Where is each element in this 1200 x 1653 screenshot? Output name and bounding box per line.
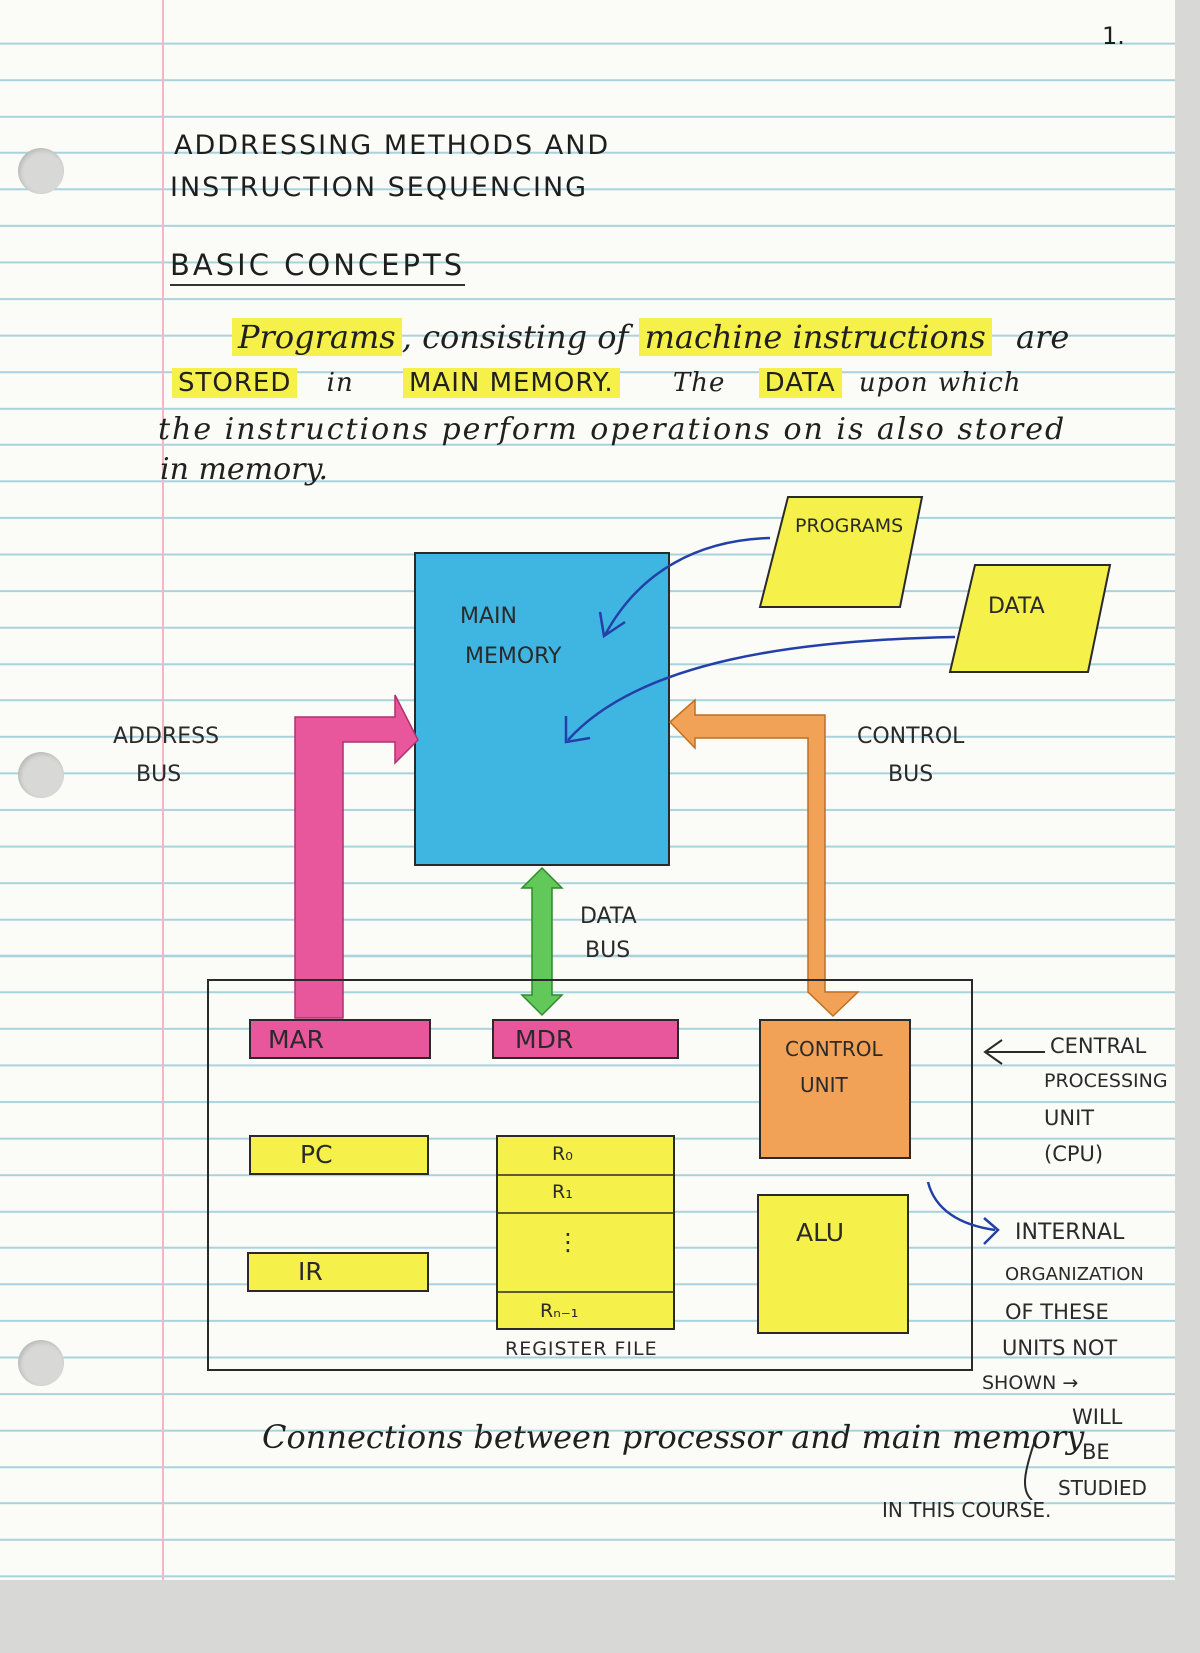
data-label: DATA (988, 594, 1045, 619)
mdr-register (492, 1019, 679, 1059)
note-line-3: OF THESE (1005, 1300, 1109, 1324)
punch-hole-middle (18, 752, 64, 798)
paragraph-line-4: in memory. (160, 452, 329, 487)
main-memory-label-1: MAIN (460, 604, 517, 629)
note-line-8: STUDIED (1058, 1476, 1147, 1500)
note-line-6: WILL (1072, 1405, 1123, 1429)
cpu-outline (207, 979, 973, 1371)
highlight-machine-instructions: machine instructions (638, 318, 992, 356)
address-bus-arrow (294, 694, 419, 1019)
control-bus-label-1: CONTROL (857, 724, 965, 749)
programs-block (758, 496, 924, 608)
programs-label: PROGRAMS (795, 515, 904, 537)
pc-label: PC (300, 1140, 333, 1169)
highlight-main-memory: MAIN MEMORY. (402, 368, 620, 398)
note-arrow (926, 1181, 996, 1232)
note-line-1: INTERNAL (1015, 1220, 1125, 1245)
note-arrowhead (983, 1217, 1000, 1245)
register-file-block (496, 1135, 675, 1330)
mar-label: MAR (268, 1025, 325, 1054)
punch-hole-top (18, 148, 64, 194)
ir-label: IR (298, 1257, 323, 1286)
main-memory-label-2: MEMORY (465, 644, 562, 669)
data-arrowhead (564, 716, 591, 744)
text-consisting: , consisting of (401, 318, 629, 356)
paragraph-line-3: the instructions perform operations on i… (158, 412, 1067, 447)
text-in: in (326, 368, 354, 398)
cpu-pointer-head (983, 1039, 1003, 1065)
programs-arrow (603, 536, 771, 636)
text-the: The (672, 368, 726, 398)
title-line-2: INSTRUCTION SEQUENCING (170, 172, 589, 203)
control-unit-label-1: CONTROL (785, 1037, 883, 1061)
cpu-label-1: CENTRAL (1050, 1034, 1147, 1058)
punch-hole-bottom (18, 1340, 64, 1386)
note-line-5: SHOWN → (982, 1372, 1079, 1394)
data-block (948, 564, 1112, 673)
register-rn1-label: Rₙ₋₁ (540, 1300, 579, 1322)
caption-hook (1024, 1439, 1036, 1500)
notebook-page: 1. ADDRESSING METHODS AND INSTRUCTION SE… (0, 0, 1175, 1580)
highlight-programs: Programs (232, 318, 402, 356)
address-bus-label-1: ADDRESS (113, 724, 220, 749)
alu-block (757, 1194, 909, 1334)
note-line-9: IN THIS COURSE. (882, 1498, 1052, 1522)
register-dots: ⋮ (556, 1228, 580, 1256)
section-heading: BASIC CONCEPTS (170, 248, 466, 286)
page-number: 1. (1102, 22, 1125, 50)
margin-line (162, 0, 164, 1580)
register-r0-label: R₀ (552, 1143, 573, 1165)
connection-diagram (207, 496, 1112, 1500)
paragraph-line-1: Programs, consisting of machine instruct… (232, 318, 1069, 356)
text-are: are (1016, 318, 1070, 356)
control-unit-label-2: UNIT (800, 1073, 848, 1097)
cpu-label-3: UNIT (1044, 1106, 1095, 1130)
control-bus-arrow (668, 698, 860, 1018)
programs-arrowhead (598, 611, 626, 639)
register-file-label: REGISTER FILE (505, 1338, 658, 1360)
cpu-label-4: (CPU) (1044, 1142, 1104, 1166)
mdr-label: MDR (515, 1025, 574, 1054)
data-bus-label-1: DATA (580, 904, 637, 929)
ir-register (247, 1252, 429, 1292)
highlight-data: DATA (758, 368, 842, 398)
text-upon-which: upon which (858, 368, 1022, 398)
paragraph-line-2: STORED in MAIN MEMORY. The DATA upon whi… (172, 368, 1022, 398)
pc-register (249, 1135, 429, 1175)
register-r1-label: R₁ (552, 1181, 573, 1203)
main-memory-block (414, 552, 670, 866)
data-arrow (567, 635, 956, 741)
highlight-stored: STORED (172, 368, 298, 398)
alu-label: ALU (796, 1218, 845, 1247)
note-line-4: UNITS NOT (1002, 1336, 1118, 1360)
note-line-7: BE (1082, 1440, 1110, 1464)
cpu-label-2: PROCESSING (1044, 1070, 1168, 1092)
diagram-caption: Connections between processor and main m… (262, 1418, 1085, 1456)
data-bus-label-2: BUS (585, 938, 631, 963)
control-unit-block (759, 1019, 911, 1159)
note-line-2: ORGANIZATION (1005, 1264, 1144, 1285)
data-bus-arrow (520, 866, 564, 1017)
control-bus-label-2: BUS (888, 762, 934, 787)
title-line-1: ADDRESSING METHODS AND (174, 130, 611, 161)
address-bus-label-2: BUS (136, 762, 182, 787)
mar-register (249, 1019, 431, 1059)
